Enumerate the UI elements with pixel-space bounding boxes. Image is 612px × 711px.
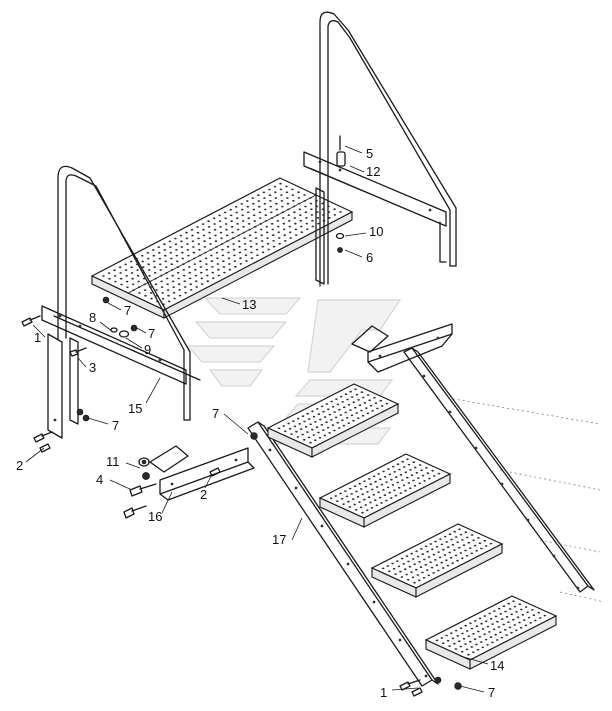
callout-label: 13: [242, 297, 256, 312]
callout-label: 7: [112, 418, 119, 433]
callout-label: 7: [488, 685, 495, 700]
callout-c1a: 1: [32, 324, 46, 345]
alignment-lines: [447, 397, 605, 603]
bolt-hole: [372, 600, 376, 604]
callout-c9: 9: [125, 337, 151, 357]
callout-label: 16: [148, 509, 162, 524]
washer-10: [335, 232, 345, 240]
callout-c7b: 7: [136, 326, 155, 341]
bolt-hole: [294, 486, 298, 490]
fasteners-left: [21, 296, 138, 453]
callout-c11: 11: [106, 454, 141, 469]
callout-label: 1: [380, 685, 387, 700]
stair-tread: [370, 523, 504, 598]
callout-label: 15: [128, 401, 142, 416]
callout-c3: 3: [77, 357, 96, 375]
callout-label: 7: [148, 326, 155, 341]
callout-label: 8: [89, 310, 96, 325]
bolt-hole: [320, 524, 324, 528]
bolt-hole: [424, 674, 428, 678]
callout-label: 17: [272, 532, 286, 547]
bolt-hole: [500, 482, 504, 486]
callout-label: 9: [144, 342, 151, 357]
callout-label: 4: [96, 472, 103, 487]
callout-c10: 10: [344, 224, 383, 239]
grating-perforations: [102, 182, 342, 306]
stringer-holes: [268, 374, 580, 678]
callout-label: 5: [366, 146, 373, 161]
callout-c14: 14: [459, 655, 504, 673]
lower-bracket-16: [149, 445, 255, 501]
callout-label: 3: [89, 360, 96, 375]
callout-label: 7: [212, 406, 219, 421]
bolt-hole: [576, 586, 580, 590]
callout-c1b: 1: [380, 685, 419, 700]
callout-c8: 8: [89, 310, 114, 333]
callout-c12: 12: [349, 164, 380, 179]
callout-c7e: 7: [459, 685, 495, 700]
callout-c4: 4: [96, 472, 133, 491]
platform-grating-13: [90, 177, 354, 319]
callout-c16: 16: [148, 491, 173, 524]
left-handrail: [57, 165, 191, 421]
bolt-hole: [526, 518, 530, 522]
callout-label: 2: [16, 458, 23, 473]
callout-c2b: 2: [200, 473, 213, 502]
callout-label: 11: [106, 454, 120, 469]
callout-c5: 5: [344, 145, 373, 161]
nut-6: [337, 247, 343, 253]
callout-c13: 13: [221, 297, 256, 312]
bolt-hole: [268, 448, 272, 452]
bolt-hole: [422, 374, 426, 378]
callout-label: 2: [200, 487, 207, 502]
bolt-hole: [448, 410, 452, 414]
stair-tread: [424, 595, 558, 670]
bolt-hole: [346, 562, 350, 566]
bolt-hole: [474, 446, 478, 450]
stair-tread: [318, 453, 452, 528]
callout-c7d: 7: [212, 406, 249, 435]
upper-stair-bracket: [351, 323, 453, 373]
callout-c2a: 2: [16, 447, 45, 473]
callout-c7a: 7: [107, 302, 131, 318]
bolt-hole: [398, 638, 402, 642]
bolt-hole: [552, 554, 556, 558]
callout-c15: 15: [128, 377, 161, 416]
callout-label: 6: [366, 250, 373, 265]
callout-label: 1: [34, 330, 41, 345]
stringer-left-17: [247, 421, 439, 687]
stair-treads-14: [266, 383, 558, 670]
platform-frame-15: [41, 305, 201, 439]
callout-label: 10: [369, 224, 383, 239]
right-handrail: [309, 11, 457, 287]
callout-c6: 6: [344, 249, 373, 265]
stair-tread: [266, 383, 400, 458]
callout-label: 14: [490, 658, 504, 673]
callout-label: 7: [124, 303, 131, 318]
callout-label: 12: [366, 164, 380, 179]
callout-c17: 17: [272, 517, 303, 547]
mounting-rail-12: [303, 151, 447, 285]
callout-c7c: 7: [87, 417, 119, 433]
pin-5: [336, 135, 346, 167]
